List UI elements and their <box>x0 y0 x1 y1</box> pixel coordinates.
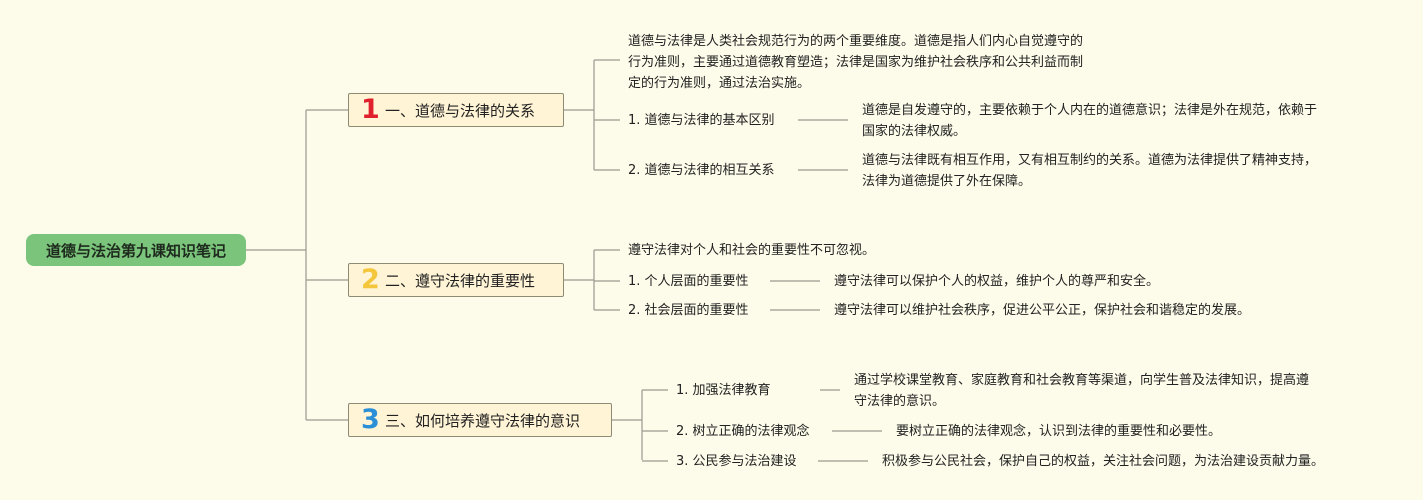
branch-topic-3[interactable]: 3 三、如何培养遵守法律的意识 <box>348 403 612 437</box>
detail-line: 国家的法律权威。 <box>862 124 967 139</box>
branch-title-3: 三、如何培养遵守法律的意识 <box>385 411 581 430</box>
detail-line: 法律为道德提供了外在保障。 <box>862 174 1032 189</box>
detail-1-2: 道德与法律既有相互作用，又有相互制约的关系。道德为法律提供了精神支持， 法律为道… <box>862 150 1317 192</box>
subtopic-2-2[interactable]: 2. 社会层面的重要性 <box>628 303 749 318</box>
subtopic-3-3[interactable]: 3. 公民参与法治建设 <box>676 454 797 469</box>
detail-line: 道德是自发遵守的，主要依赖于个人内在的道德意识；法律是外在规范，依赖于 <box>862 103 1318 118</box>
detail-line: 道德与法律既有相互作用，又有相互制约的关系。道德为法律提供了精神支持， <box>862 153 1318 168</box>
subtopic-1-1[interactable]: 1. 道德与法律的基本区别 <box>628 113 775 128</box>
detail-3-2: 要树立正确的法律观念，认识到法律的重要性和必要性。 <box>896 424 1222 439</box>
summary-line: 定的行为准则，通过法治实施。 <box>628 76 811 91</box>
detail-2-1: 遵守法律可以保护个人的权益，维护个人的尊严和安全。 <box>834 274 1160 289</box>
subtopic-1-2[interactable]: 2. 道德与法律的相互关系 <box>628 163 775 178</box>
detail-line: 守法律的意识。 <box>854 394 946 409</box>
number-1-icon: 1 <box>361 94 380 125</box>
summary-text-1: 道德与法律是人类社会规范行为的两个重要维度。道德是指人们内心自觉遵守的 行为准则… <box>628 31 1083 94</box>
detail-line: 通过学校课堂教育、家庭教育和社会教育等渠道，向学生普及法律知识，提高遵 <box>854 373 1310 388</box>
summary-line: 道德与法律是人类社会规范行为的两个重要维度。道德是指人们内心自觉遵守的 <box>628 34 1084 49</box>
subtopic-2-1[interactable]: 1. 个人层面的重要性 <box>628 274 749 289</box>
number-2-icon: 2 <box>361 264 380 295</box>
detail-3-3: 积极参与公民社会，保护自己的权益，关注社会问题，为法治建设贡献力量。 <box>882 454 1325 469</box>
root-title: 道德与法治第九课知识笔记 <box>45 241 226 260</box>
subtopic-3-1[interactable]: 1. 加强法律教育 <box>676 383 771 398</box>
summary-line: 行为准则，主要通过道德教育塑造；法律是国家为维护社会秩序和公共利益而制 <box>628 55 1084 70</box>
detail-3-1: 通过学校课堂教育、家庭教育和社会教育等渠道，向学生普及法律知识，提高遵 守法律的… <box>854 370 1309 412</box>
branch-topic-1[interactable]: 1 一、道德与法律的关系 <box>348 93 564 127</box>
branch-topic-2[interactable]: 2 二、遵守法律的重要性 <box>348 263 564 297</box>
branch-title-1: 一、道德与法律的关系 <box>385 101 536 120</box>
root-topic[interactable]: 道德与法治第九课知识笔记 <box>26 234 246 266</box>
detail-1-1: 道德是自发遵守的，主要依赖于个人内在的道德意识；法律是外在规范，依赖于 国家的法… <box>862 100 1317 142</box>
subtopic-3-2[interactable]: 2. 树立正确的法律观念 <box>676 424 810 439</box>
branch-title-2: 二、遵守法律的重要性 <box>385 271 536 290</box>
number-3-icon: 3 <box>361 404 380 435</box>
detail-2-2: 遵守法律可以维护社会秩序，促进公平公正，保护社会和谐稳定的发展。 <box>834 303 1251 318</box>
summary-text-2: 遵守法律对个人和社会的重要性不可忽视。 <box>628 243 876 258</box>
